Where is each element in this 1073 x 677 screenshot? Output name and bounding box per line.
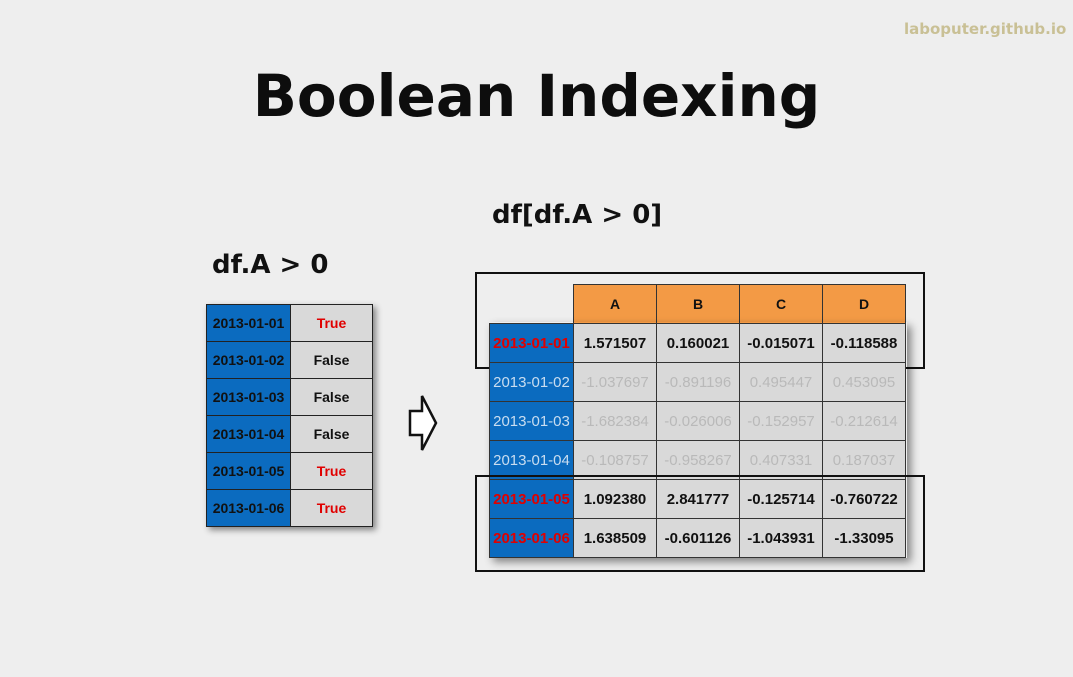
mask-index-cell: 2013-01-04 bbox=[206, 415, 291, 453]
mask-value-cell: True bbox=[290, 452, 373, 490]
watermark: laboputer.github.io bbox=[904, 20, 1067, 38]
row-index-cell: 2013-01-06 bbox=[489, 518, 574, 558]
value-cell: -0.125714 bbox=[739, 479, 823, 519]
column-header: B bbox=[656, 284, 740, 324]
value-cell: 0.407331 bbox=[739, 440, 823, 480]
value-cell: -0.891196 bbox=[656, 362, 740, 402]
value-cell: -1.037697 bbox=[573, 362, 657, 402]
value-cell: -0.760722 bbox=[822, 479, 906, 519]
mask-value-cell: True bbox=[290, 489, 373, 527]
column-header: D bbox=[822, 284, 906, 324]
row-index-cell: 2013-01-04 bbox=[489, 440, 574, 480]
value-cell: -0.108757 bbox=[573, 440, 657, 480]
value-cell: -0.601126 bbox=[656, 518, 740, 558]
mask-index-cell: 2013-01-03 bbox=[206, 378, 291, 416]
mask-index-cell: 2013-01-05 bbox=[206, 452, 291, 490]
value-cell: 2.841777 bbox=[656, 479, 740, 519]
column-header: C bbox=[739, 284, 823, 324]
hollow-right-arrow-icon bbox=[408, 395, 438, 451]
mask-value-cell: False bbox=[290, 415, 373, 453]
mask-value-cell: False bbox=[290, 341, 373, 379]
row-index-cell: 2013-01-02 bbox=[489, 362, 574, 402]
value-cell: 1.638509 bbox=[573, 518, 657, 558]
column-header: A bbox=[573, 284, 657, 324]
value-cell: -0.118588 bbox=[822, 323, 906, 363]
value-cell: -0.152957 bbox=[739, 401, 823, 441]
value-cell: -0.958267 bbox=[656, 440, 740, 480]
dataframe-corner bbox=[490, 285, 574, 324]
value-cell: -0.015071 bbox=[739, 323, 823, 363]
row-index-cell: 2013-01-03 bbox=[489, 401, 574, 441]
value-cell: -1.33095 bbox=[822, 518, 906, 558]
mask-expression-label: df.A > 0 bbox=[212, 250, 329, 280]
filtered-out-row: 2013-01-03-1.682384-0.026006-0.152957-0.… bbox=[489, 401, 906, 441]
value-cell: -1.682384 bbox=[573, 401, 657, 441]
value-cell: 0.160021 bbox=[656, 323, 740, 363]
mask-index-cell: 2013-01-02 bbox=[206, 341, 291, 379]
value-cell: 0.187037 bbox=[822, 440, 906, 480]
row-index-cell: 2013-01-01 bbox=[489, 323, 574, 363]
value-cell: 0.495447 bbox=[739, 362, 823, 402]
mask-index-cell: 2013-01-01 bbox=[206, 304, 291, 342]
mask-value-cell: False bbox=[290, 378, 373, 416]
value-cell: -0.212614 bbox=[822, 401, 906, 441]
value-cell: 0.453095 bbox=[822, 362, 906, 402]
page-title: Boolean Indexing bbox=[252, 62, 821, 130]
row-index-cell: 2013-01-05 bbox=[489, 479, 574, 519]
value-cell: 1.571507 bbox=[573, 323, 657, 363]
filter-expression-label: df[df.A > 0] bbox=[492, 200, 663, 230]
mask-value-cell: True bbox=[290, 304, 373, 342]
value-cell: -0.026006 bbox=[656, 401, 740, 441]
highlight-box-bottom bbox=[475, 475, 925, 572]
mask-index-cell: 2013-01-06 bbox=[206, 489, 291, 527]
